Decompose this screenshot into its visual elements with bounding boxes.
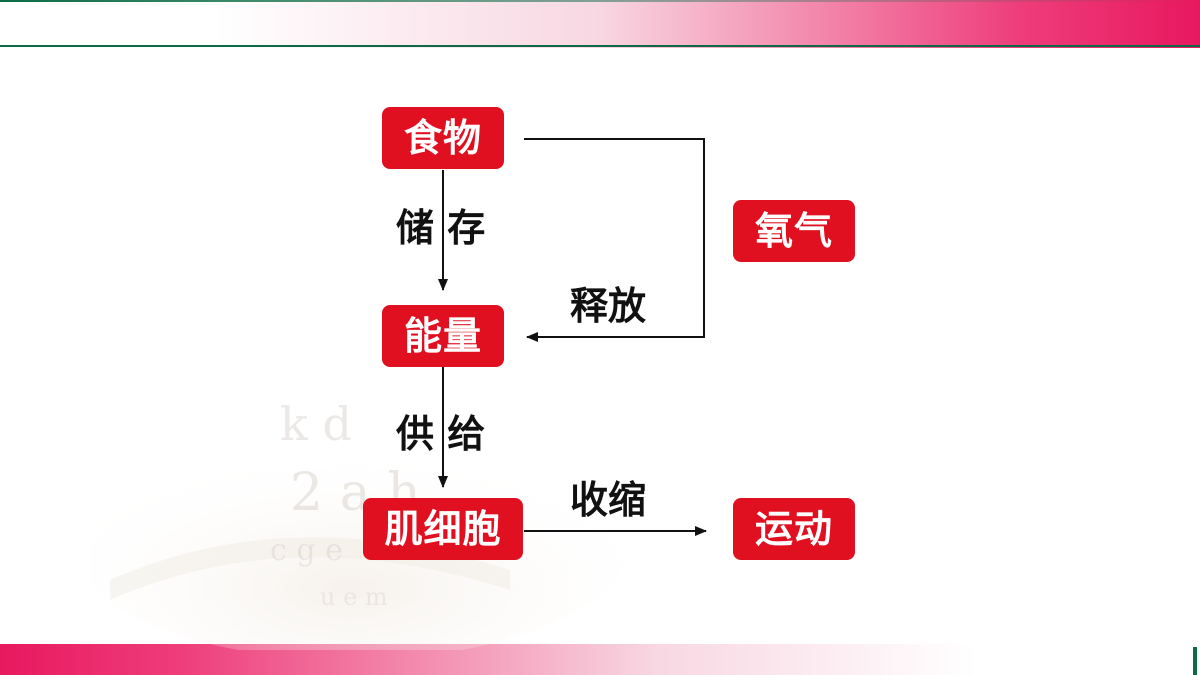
svg-text:k d: k d: [280, 397, 352, 451]
edge-label-release: 释放: [570, 284, 647, 328]
footer-gradient-band: [0, 644, 1190, 675]
svg-text:u e m: u e m: [320, 583, 388, 611]
node-muscle-cell: 肌细胞: [363, 498, 523, 560]
background-watermark-book: k d 2 a h c g e u e m: [90, 397, 630, 650]
node-movement: 运动: [733, 498, 855, 560]
edge-label-supply: 供 给: [396, 412, 486, 456]
svg-text:c g e: c g e: [270, 533, 343, 568]
edge-label-store: 储 存: [396, 206, 486, 250]
header-divider-line: [0, 45, 1200, 47]
header-top-rule: [0, 0, 1200, 2]
arrow-food-to-energy-via-oxygen: [524, 138, 705, 342]
header-gradient-band: [0, 0, 1200, 48]
node-oxygen: 氧气: [733, 200, 855, 262]
edge-label-contract: 收缩: [570, 478, 647, 522]
node-energy: 能量: [382, 305, 504, 367]
node-food: 食物: [382, 107, 504, 169]
footer-green-tick: [1193, 647, 1197, 675]
